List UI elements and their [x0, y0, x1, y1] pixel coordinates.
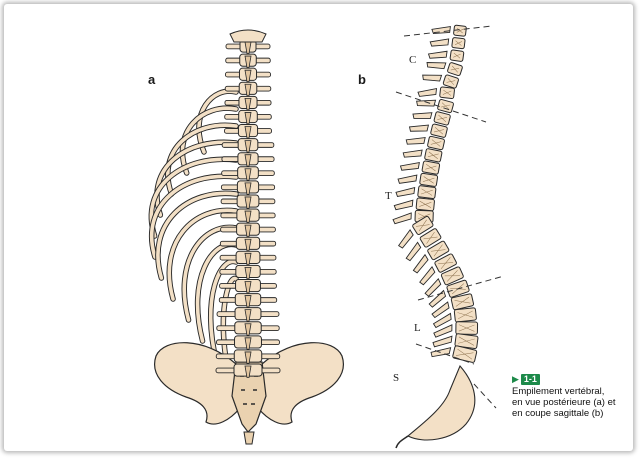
figure-caption: ▶ 1-1 Empilement vertébral, en vue posté… [512, 374, 624, 419]
caption-line: Empilement vertébral, [512, 386, 624, 397]
posterior-process [397, 172, 416, 185]
caption-text: Empilement vertébral, en vue postérieure… [512, 386, 624, 419]
posterior-process [395, 230, 416, 249]
region-label-cervical: C [409, 54, 416, 66]
posterior-process [394, 198, 413, 211]
region-label-thoracic: T [385, 190, 392, 202]
figure-number: 1-1 [521, 374, 540, 385]
posterior-process [421, 70, 441, 85]
triangle-arrow-icon: ▶ [512, 374, 519, 385]
posterior-process [402, 146, 422, 160]
posterior-process [393, 212, 411, 224]
divider-bottom [474, 384, 496, 408]
coccyx-sagittal [396, 436, 408, 448]
caption-line: en vue postérieure (a) et [512, 397, 624, 408]
posterior-process [412, 108, 432, 122]
coccyx [244, 432, 254, 444]
panel-label-a: a [148, 72, 155, 87]
posterior-process [431, 24, 450, 35]
region-label-sacral: S [393, 372, 399, 384]
figure-frame: a b C T L S ▶ 1-1 Empilement vertébral, … [4, 4, 633, 451]
figure-number-tag: ▶ 1-1 [512, 374, 540, 385]
posterior-process [426, 57, 446, 72]
posterior-process [409, 121, 429, 135]
posterior-process [400, 159, 420, 173]
posterior-process [402, 242, 423, 261]
sacrum-sagittal [408, 366, 475, 440]
posterior-process [395, 185, 414, 198]
caption-line: en coupe sagittale (b) [512, 408, 624, 419]
posterior-process [418, 87, 437, 99]
sagittal-vertebra [431, 22, 466, 37]
posterior-process [405, 134, 425, 148]
rib-cage [151, 91, 236, 383]
spine-posterior-view [216, 30, 280, 378]
posterior-process [416, 96, 436, 110]
sagittal-vertebra [428, 47, 464, 63]
posterior-process [428, 49, 447, 61]
panel-label-b: b [358, 72, 366, 87]
sagittal-vertebra [430, 35, 465, 50]
posterior-process [430, 37, 449, 48]
spine-sagittal-view [393, 22, 478, 448]
region-label-lumbar: L [414, 322, 421, 334]
atlas [230, 30, 266, 42]
